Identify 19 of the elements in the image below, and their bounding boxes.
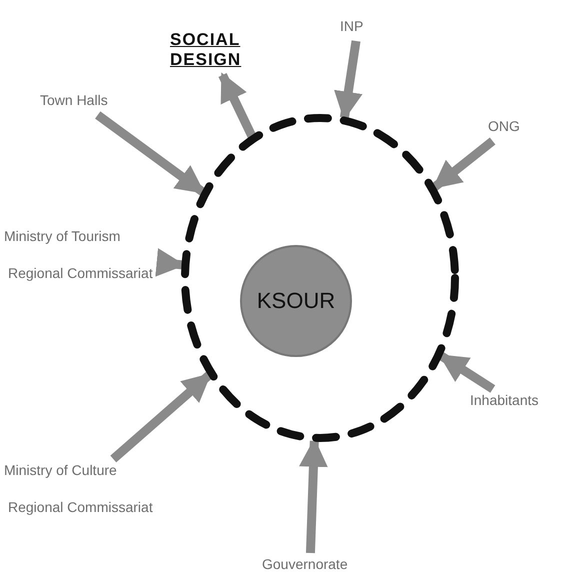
actor-label: INP [340,18,376,38]
arrow [432,137,496,191]
arrow [334,40,363,120]
arrow [218,72,256,138]
center-circle: KSOUR [240,245,352,357]
arrow [438,352,496,393]
actor-label: Ministry of Culture [4,462,118,479]
actor-label: Regional Commissariat [8,499,154,516]
dashed-circle [180,113,460,443]
actor-label: Gouvernorate [262,556,358,576]
actor-label: Inhabitants [470,392,556,412]
actor-label: ONG [488,118,530,138]
heading-text: SOCIAL DESIGN [170,30,252,72]
arrow [299,438,328,554]
actor-label: Regional Commissariat [8,265,154,282]
actor-label: Town Halls [40,92,120,112]
arrow [110,372,212,462]
actor-label: Ministry of Tourism [4,228,122,245]
arrow [95,111,206,196]
